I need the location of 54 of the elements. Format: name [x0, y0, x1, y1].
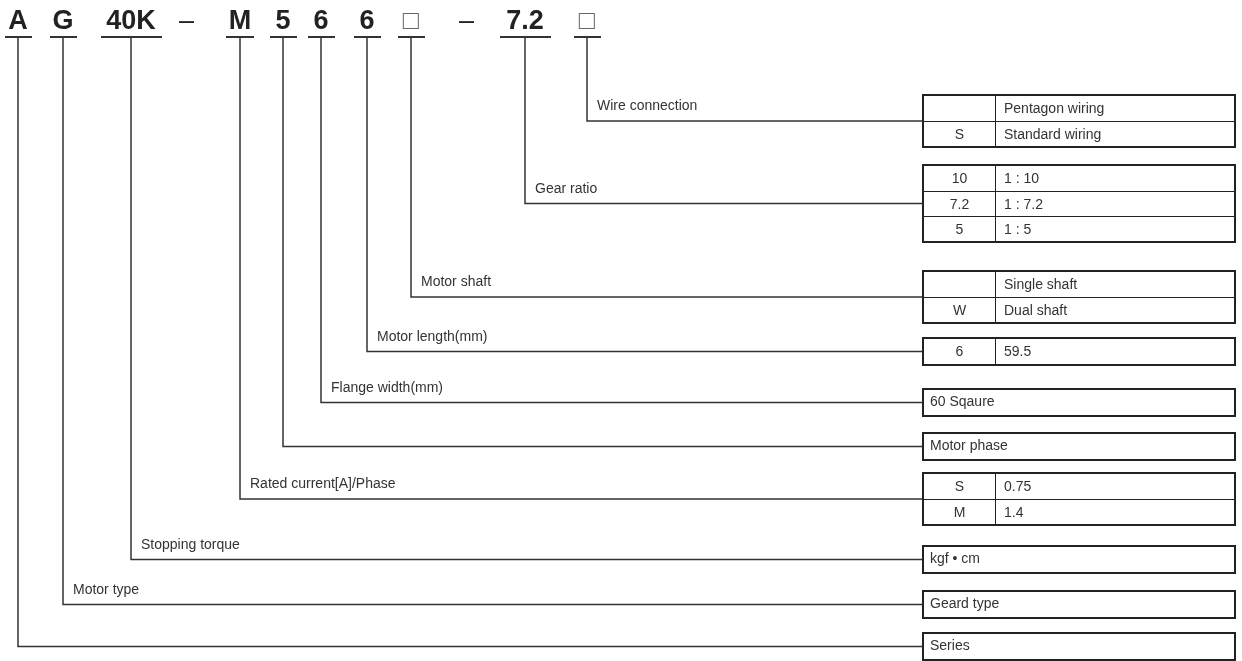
option-box: 60 Sqaure	[922, 388, 1236, 417]
code-segment: 7.2	[499, 4, 551, 38]
code-cell: 10	[924, 166, 996, 191]
description-cell: Standard wiring	[996, 121, 1234, 146]
leader-line	[320, 37, 923, 404]
description-cell-text: Single shaft	[1003, 275, 1079, 294]
code-segment: □	[397, 4, 425, 38]
description-cell: 1.4	[996, 499, 1234, 524]
option-table	[922, 94, 1236, 148]
code-cell: 5	[924, 216, 996, 241]
leader-line	[282, 37, 923, 448]
leader-line	[586, 37, 923, 122]
code-cell: S	[924, 474, 996, 499]
option-box: Geard type	[922, 590, 1236, 619]
code-segment: M	[226, 4, 254, 38]
option-box: Motor phase	[922, 432, 1236, 461]
code-segment: 5	[269, 4, 297, 38]
code-segment: □	[573, 4, 601, 38]
option-box: kgf • cm	[922, 545, 1236, 574]
description-cell-text: Pentagon wiring	[1003, 99, 1106, 118]
leader-line	[130, 37, 923, 561]
leader-line	[239, 37, 923, 500]
edge-label: Rated current[A]/Phase	[248, 475, 398, 491]
separator-dash: –	[459, 4, 475, 36]
code-cell: M	[924, 499, 996, 524]
option-box: Series	[922, 632, 1236, 661]
description-cell-text: 0.75	[1003, 477, 1033, 496]
description-cell: 1 : 7.2	[996, 191, 1234, 216]
option-table	[922, 164, 1236, 243]
description-cell: Dual shaft	[996, 297, 1234, 322]
code-cell: W	[924, 297, 996, 322]
description-cell-text: 59.5	[1003, 342, 1033, 361]
leader-line	[524, 37, 923, 205]
leader-line	[410, 37, 923, 298]
code-segment: 6	[353, 4, 381, 38]
edge-label: Wire connection	[595, 97, 700, 113]
leader-line	[366, 37, 923, 353]
code-segment: A	[4, 4, 32, 38]
code-segment: G	[49, 4, 77, 38]
code-segment: 6	[307, 4, 335, 38]
option-table	[922, 270, 1236, 324]
edge-label: Motor shaft	[419, 273, 494, 289]
description-cell: 1 : 5	[996, 216, 1234, 241]
description-cell-text: 1 : 10	[1003, 169, 1041, 188]
option-table	[922, 337, 1236, 366]
edge-label: Stopping torque	[139, 535, 242, 552]
code-cell: 7.2	[924, 191, 996, 216]
separator-dash: –	[179, 4, 195, 36]
edge-label: Gear ratio	[533, 179, 600, 196]
code-cell: S	[924, 121, 996, 146]
option-table	[922, 472, 1236, 526]
code-segment: 40K	[100, 4, 162, 38]
code-cell: 6	[924, 339, 996, 364]
edge-label: Motor length(mm)	[375, 327, 490, 344]
